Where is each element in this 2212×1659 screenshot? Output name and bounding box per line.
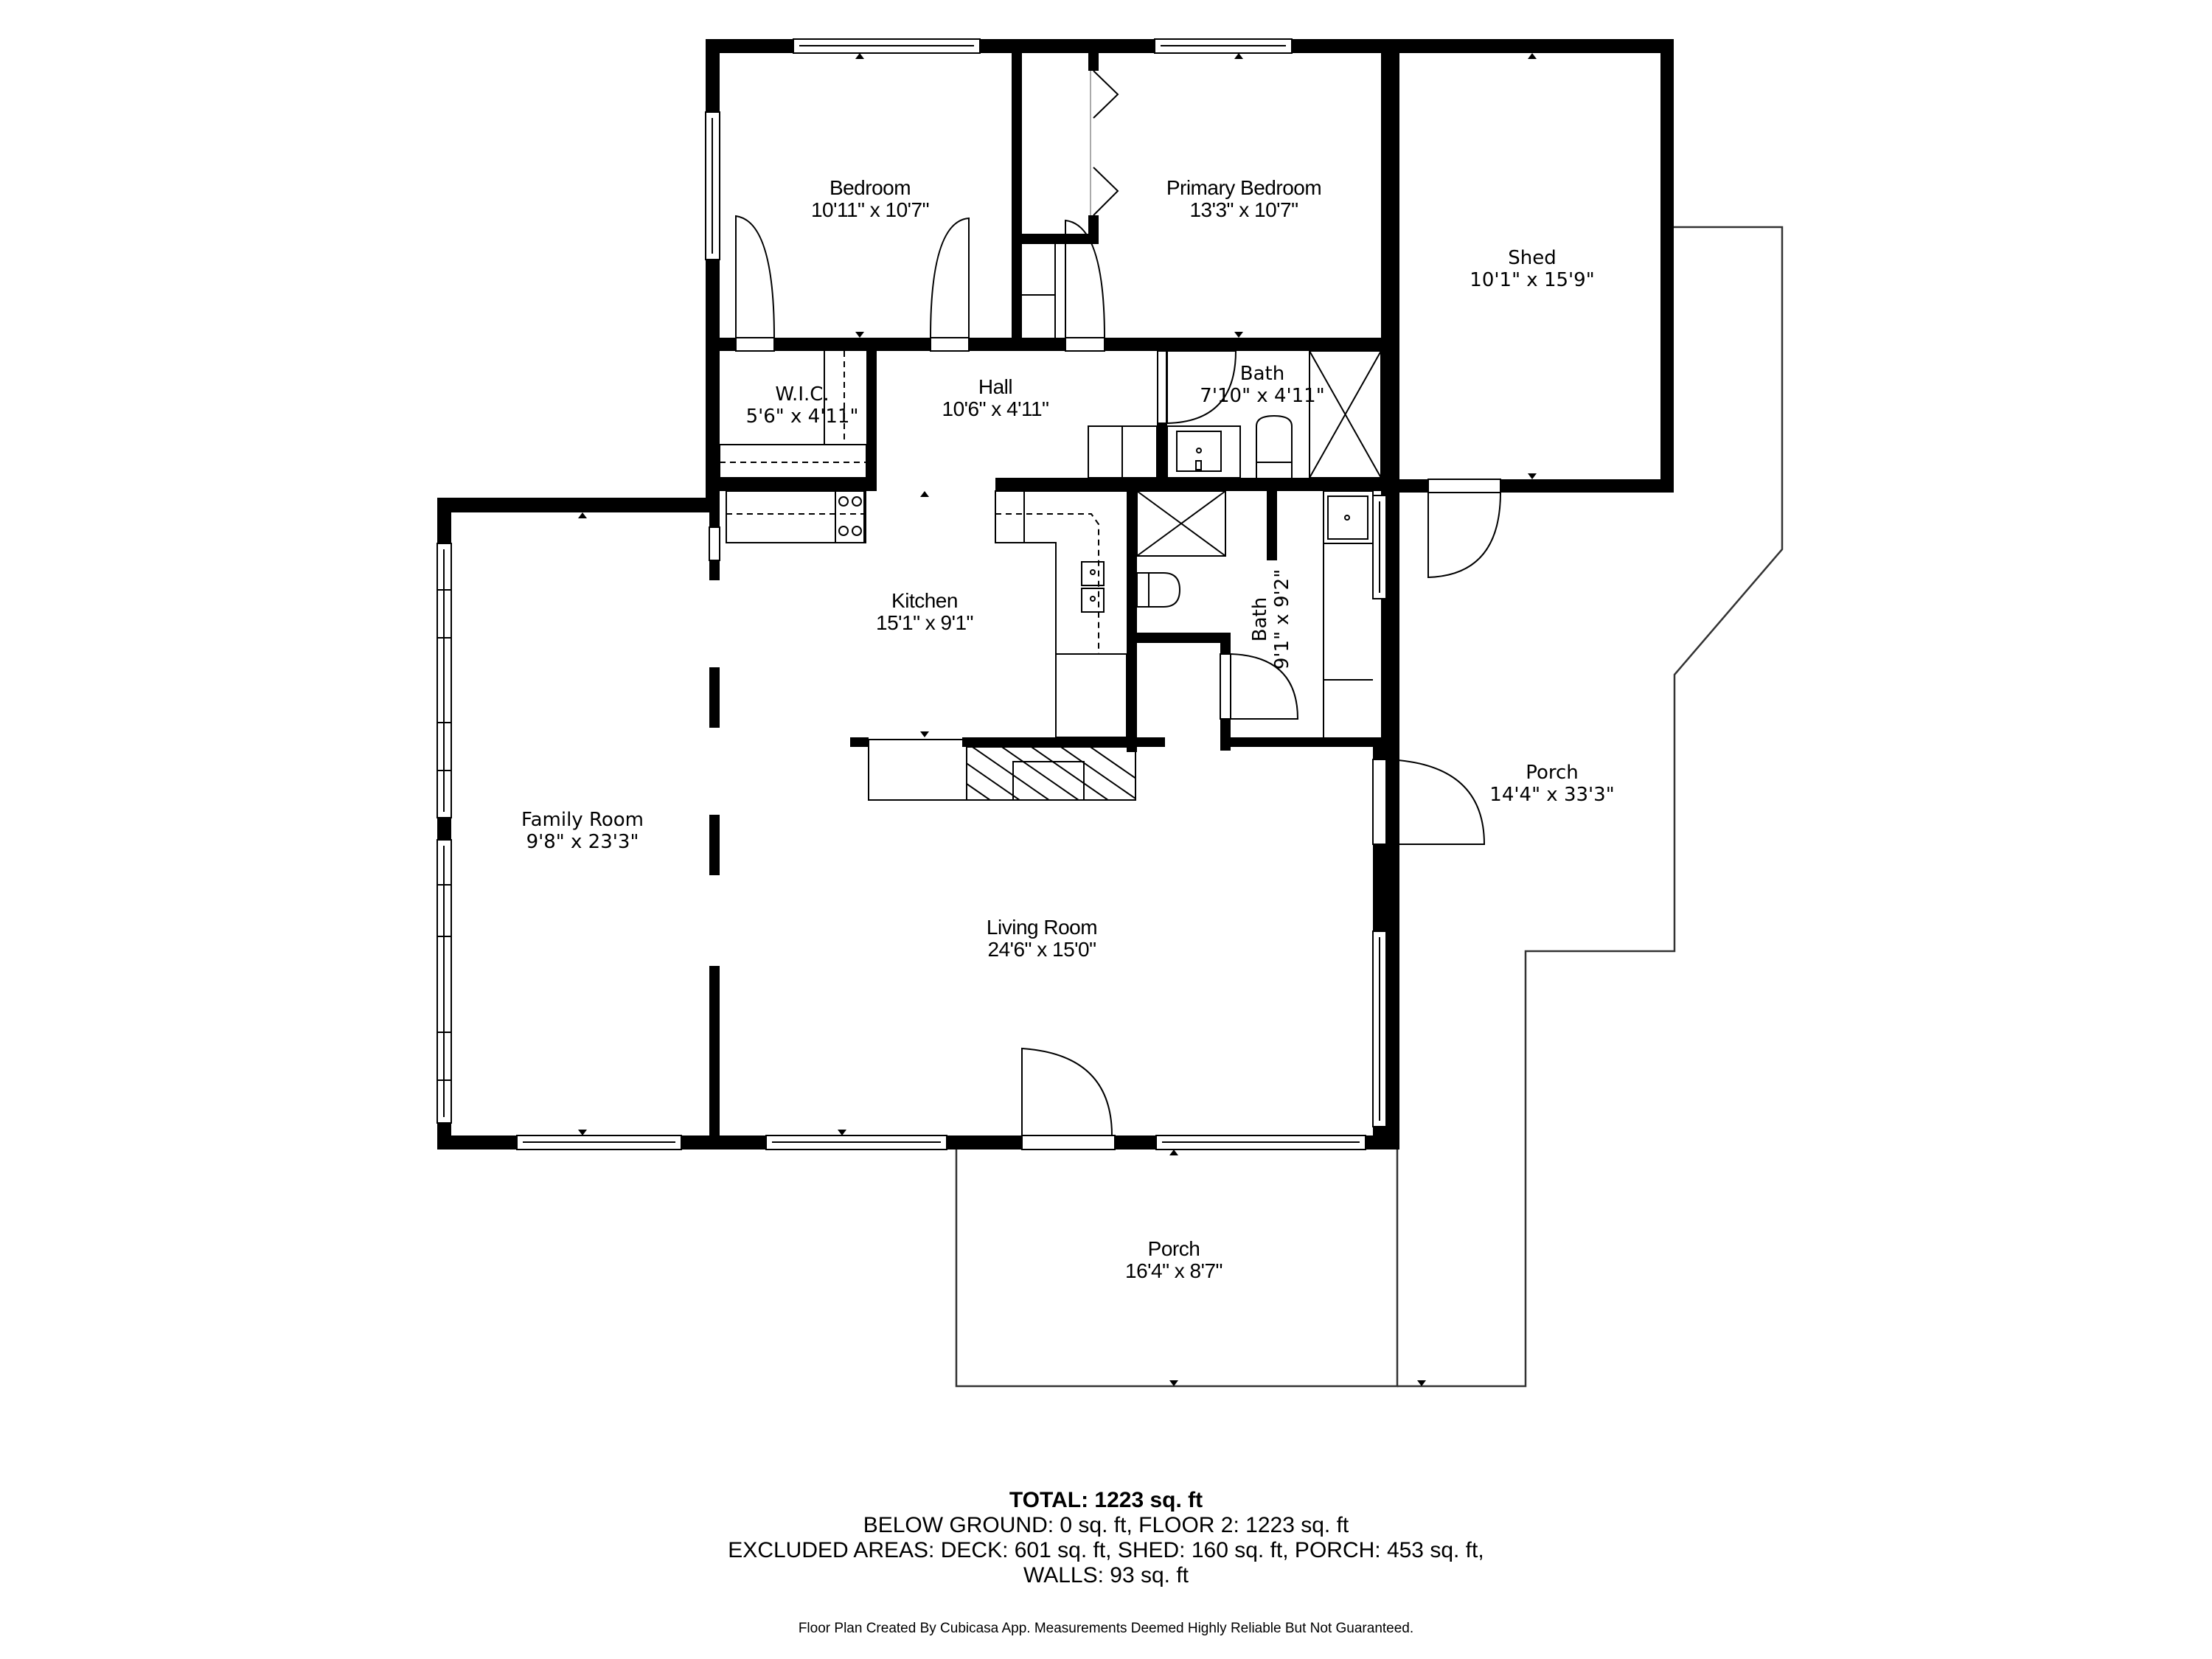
- windows: [437, 38, 1387, 1150]
- below-ground-area: BELOW GROUND: 0 sq. ft, FLOOR 2: 1223 sq…: [863, 1513, 1349, 1537]
- fixtures: [719, 350, 1382, 801]
- doors: [735, 70, 1501, 1150]
- dimension-markers: [578, 53, 1537, 1386]
- porch-bottom-outline: [955, 1150, 1399, 1388]
- area-summary: TOTAL: 1223 sq. ft BELOW GROUND: 0 sq. f…: [0, 1488, 2212, 1637]
- credit-disclaimer: Floor Plan Created By Cubicasa App. Meas…: [798, 1621, 1414, 1636]
- walls-area: WALLS: 93 sq. ft: [1023, 1563, 1189, 1587]
- deck-outline: [1397, 226, 1784, 1388]
- excluded-areas: EXCLUDED AREAS: DECK: 601 sq. ft, SHED: …: [728, 1538, 1484, 1562]
- walls: [437, 39, 1674, 1150]
- total-area: TOTAL: 1223 sq. ft: [1009, 1488, 1203, 1512]
